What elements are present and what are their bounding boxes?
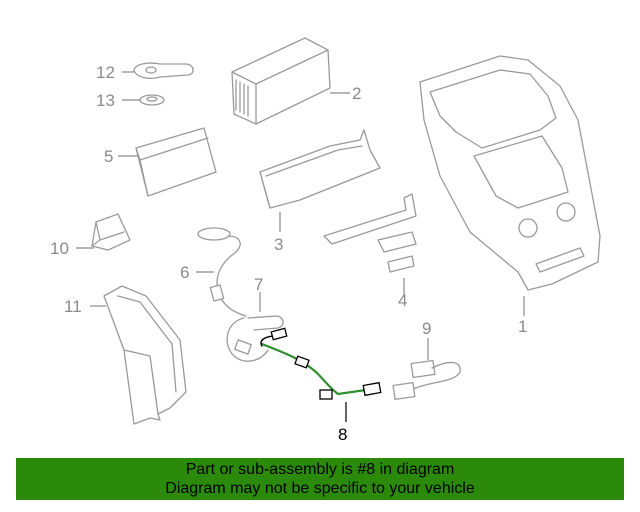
banner-line-2: Diagram may not be specific to your vehi… [165, 480, 475, 497]
callout-5: 5 [104, 147, 113, 166]
callout-4: 4 [398, 291, 407, 310]
callout-9: 9 [422, 319, 431, 338]
callout-10: 10 [50, 239, 69, 258]
part-3-bracket: 3 [259, 129, 381, 254]
banner-line-1: Part or sub-assembly is #8 in diagram [185, 461, 455, 478]
callout-2: 2 [352, 84, 361, 103]
callout-13: 13 [96, 91, 115, 110]
part-5-module: 5 [104, 127, 217, 197]
part-13-nut: 13 [96, 91, 165, 110]
fitment-banner: Part or sub-assembly is #8 in diagram Di… [16, 458, 624, 500]
parts-diagram: 12 13 2 5 3 10 [50, 37, 601, 444]
part-10-connector: 10 [50, 213, 131, 258]
part-2-radio: 2 [231, 37, 361, 125]
callout-1: 1 [518, 317, 527, 336]
part-7-cable-loop: 7 [226, 275, 284, 362]
part-8-harness: 8 [260, 327, 382, 444]
part-9-harness: 9 [392, 319, 461, 400]
part-6-cable: 6 [180, 227, 247, 317]
callout-7: 7 [254, 275, 263, 294]
callout-6: 6 [180, 263, 189, 282]
part-11-panel: 11 [64, 285, 187, 425]
callout-11: 11 [64, 297, 82, 316]
callout-12: 12 [96, 63, 115, 82]
part-4-bracket: 4 [323, 193, 417, 310]
callout-3: 3 [274, 235, 283, 254]
part-12-clip: 12 [96, 62, 194, 82]
callout-8: 8 [338, 425, 347, 444]
part-1-bezel: 1 [419, 55, 601, 336]
